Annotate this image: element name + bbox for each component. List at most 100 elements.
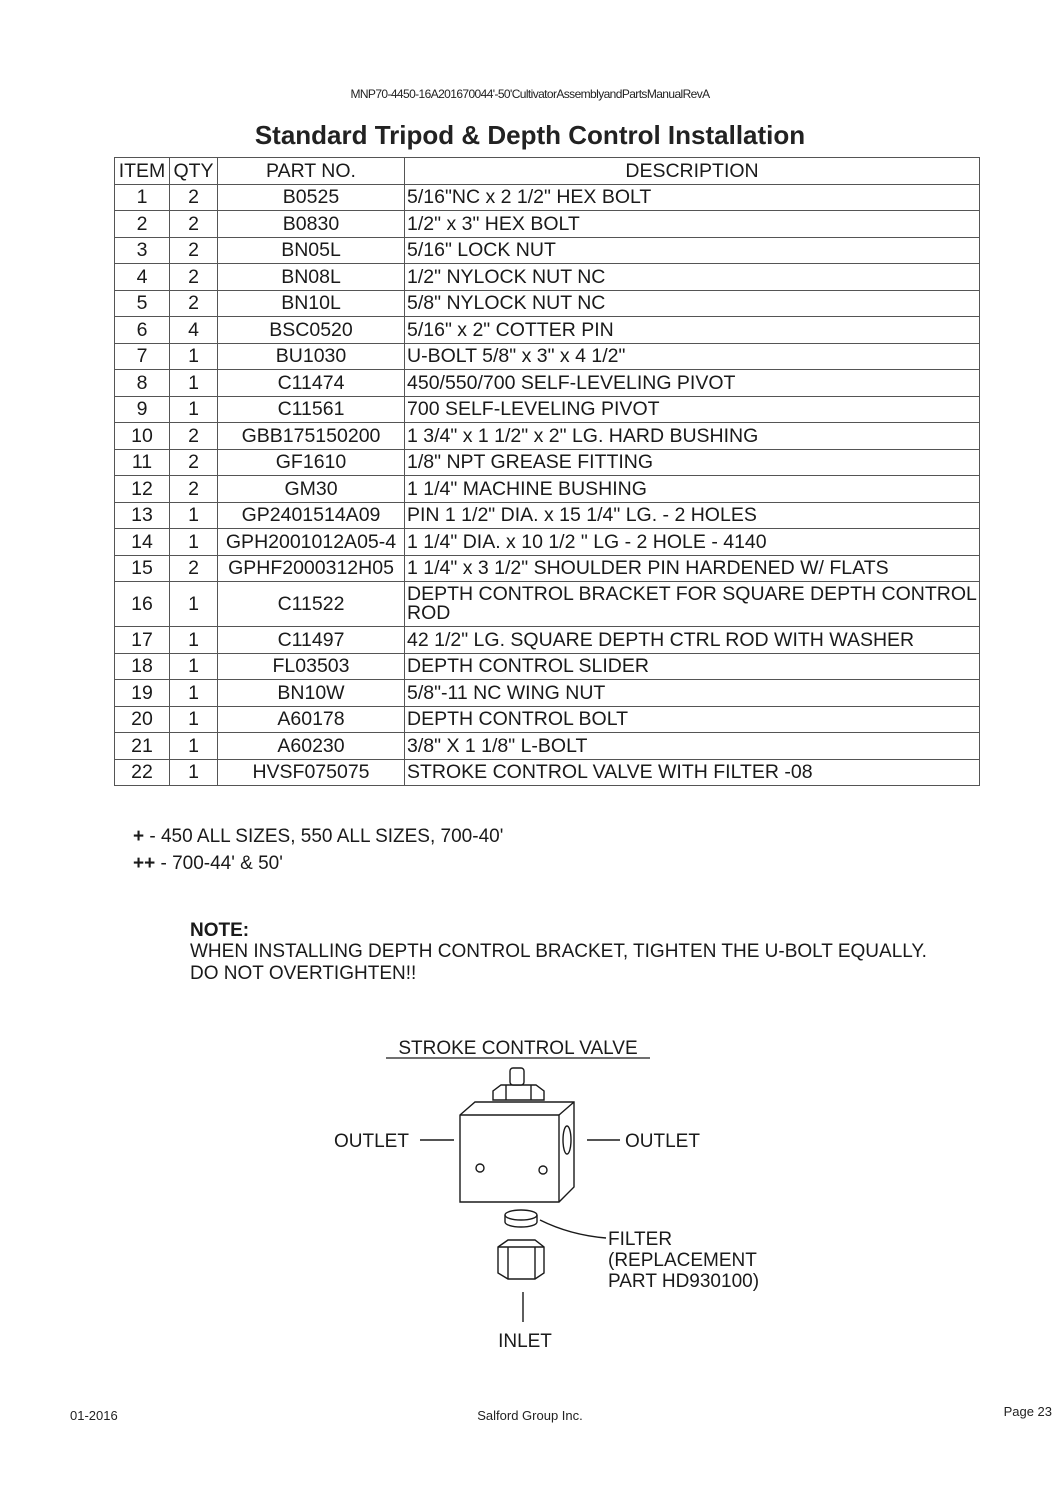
qty-cell-text: 2	[188, 424, 199, 447]
part-no-cell: BN10L	[217, 289, 405, 317]
note-text: WHEN INSTALLING DEPTH CONTROL BRACKET, T…	[190, 941, 927, 984]
description-cell: 1/2" NYLOCK NUT NC	[404, 263, 980, 291]
footer-date: 01-2016	[70, 1408, 118, 1423]
qty-cell-text: 1	[188, 530, 199, 553]
part-no-cell-text: GPH2001012A05-4	[225, 530, 397, 553]
description-cell: 1 1/4" MACHINE BUSHING	[404, 475, 980, 503]
part-no-cell-text: GP2401514A09	[241, 504, 381, 527]
item-cell: 18	[114, 652, 170, 680]
description-cell: 450/550/700 SELF-LEVELING PIVOT	[404, 369, 980, 397]
footer-company: Salford Group Inc.	[477, 1408, 583, 1423]
stroke-control-valve-diagram: STROKE CONTROL VALVE OUTLET OUTLET FILTE…	[334, 1038, 759, 1352]
qty-cell-text: 1	[188, 628, 199, 651]
filter-part-label: PART HD930100)	[608, 1271, 759, 1292]
qty-cell: 1	[169, 369, 218, 397]
qty-cell-text: 1	[188, 681, 199, 704]
item-cell: 3	[114, 236, 170, 264]
part-no-cell: C11561	[217, 395, 405, 423]
mounting-hole-icon	[475, 1163, 485, 1173]
item-cell-text: 2	[136, 212, 148, 235]
description-cell: 1/2" x 3" HEX BOLT	[404, 210, 980, 238]
item-cell: 5	[114, 289, 170, 317]
item-cell-text: 11	[131, 451, 153, 474]
part-no-cell-text: GPHF2000312H05	[228, 557, 394, 580]
qty-cell: 1	[169, 342, 218, 370]
part-no-cell-text: GM30	[284, 477, 338, 500]
item-cell: 11	[114, 448, 170, 476]
qty-cell: 2	[169, 448, 218, 476]
qty-cell: 2	[169, 263, 218, 291]
legend-text: - 450 ALL SIZES, 550 ALL SIZES, 700-40'	[144, 826, 504, 847]
qty-cell: 1	[169, 705, 218, 733]
qty-cell: 1	[169, 581, 218, 627]
item-cell: 6	[114, 316, 170, 344]
part-no-cell: BU1030	[217, 342, 405, 370]
description-cell-text: 3/8" X 1 1/8" L-BOLT	[407, 734, 588, 757]
part-no-cell: A60230	[217, 732, 405, 760]
part-no-cell: GM30	[217, 475, 405, 503]
part-no-cell: B0525	[217, 183, 405, 211]
description-cell-text: 1 1/4" MACHINE BUSHING	[407, 477, 647, 500]
item-cell: 20	[114, 705, 170, 733]
part-no-cell-text: GBB175150200	[241, 424, 381, 447]
item-cell: 2	[114, 210, 170, 238]
description-cell: DEPTH CONTROL SLIDER	[404, 652, 980, 680]
item-cell-text: 8	[136, 371, 148, 394]
part-no-cell: C11474	[217, 369, 405, 397]
item-cell: 12	[114, 475, 170, 503]
legend-symbol: ++	[133, 853, 156, 874]
item-cell-text: 10	[131, 424, 153, 447]
item-cell-text: 7	[136, 345, 148, 368]
qty-cell: 1	[169, 626, 218, 654]
part-no-cell-text: C11497	[277, 628, 345, 651]
qty-cell: 2	[169, 236, 218, 264]
description-cell: U-BOLT 5/8" x 3" x 4 1/2"	[404, 342, 980, 370]
item-cell: 4	[114, 263, 170, 291]
note-heading: NOTE:	[190, 920, 250, 941]
description-cell-text: 700 SELF-LEVELING PIVOT	[407, 398, 660, 421]
description-cell: 1 1/4" DIA. x 10 1/2 " LG - 2 HOLE - 414…	[404, 528, 980, 556]
item-cell: 7	[114, 342, 170, 370]
qty-cell-text: 1	[188, 761, 199, 784]
item-cell-text: 14	[131, 530, 153, 553]
qty-cell-text: 1	[188, 593, 199, 615]
part-no-cell: BN05L	[217, 236, 405, 264]
qty-cell: 1	[169, 652, 218, 680]
part-no-cell: A60178	[217, 705, 405, 733]
qty-cell: 2	[169, 554, 218, 582]
item-cell-text: 9	[136, 398, 148, 421]
description-cell-text: U-BOLT 5/8" x 3" x 4 1/2"	[407, 345, 626, 368]
qty-cell: 2	[169, 289, 218, 317]
item-cell-text: 18	[131, 655, 153, 678]
item-cell-text: 13	[131, 504, 153, 527]
page-title: Standard Tripod & Depth Control Installa…	[254, 120, 806, 150]
item-cell: 19	[114, 679, 170, 707]
description-cell-text: 1 1/4" DIA. x 10 1/2 " LG - 2 HOLE - 414…	[407, 530, 767, 553]
part-no-cell: BN10W	[217, 679, 405, 707]
qty-cell: 2	[169, 210, 218, 238]
qty-cell: 2	[169, 183, 218, 211]
description-cell: 700 SELF-LEVELING PIVOT	[404, 395, 980, 423]
qty-cell-text: 2	[188, 557, 199, 580]
column-header-part-no: PART NO.	[217, 157, 405, 185]
description-cell-text: 5/8" NYLOCK NUT NC	[407, 292, 606, 315]
legend-single-plus: + - 450 ALL SIZES, 550 ALL SIZES, 700-40…	[133, 826, 503, 848]
item-cell-text: 5	[136, 292, 148, 315]
part-no-cell-text: GF1610	[275, 451, 347, 474]
column-header-item: ITEM	[114, 157, 170, 185]
document-header: MNP70-4450-16A201670044'-50'CultivatorAs…	[350, 87, 710, 101]
item-cell-text: 17	[131, 628, 153, 651]
qty-cell-text: 2	[188, 451, 199, 474]
description-cell-text: 1/2" NYLOCK NUT NC	[407, 265, 606, 288]
qty-cell-text: 1	[188, 398, 199, 421]
part-no-cell: BN08L	[217, 263, 405, 291]
item-cell: 10	[114, 422, 170, 450]
description-cell-text: DEPTH CONTROL BOLT	[407, 708, 629, 731]
part-no-cell-text: B0525	[282, 186, 340, 209]
